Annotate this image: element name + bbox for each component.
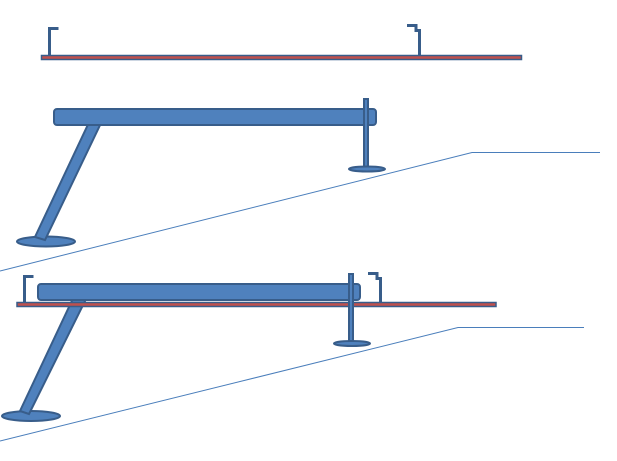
- bottom-vertical-post: [348, 273, 354, 342]
- bottom-assembly: [0, 272, 584, 442]
- middle-beam: [53, 108, 377, 126]
- bottom-right-bracket: [368, 272, 382, 303]
- bottom-left-bracket: [23, 275, 34, 303]
- top-right-bracket: [407, 24, 421, 56]
- bottom-base-foot: [1, 410, 61, 422]
- middle-ground-line: [0, 152, 600, 272]
- top-rail: [40, 54, 523, 61]
- bottom-diagonal-strut: [18, 288, 90, 416]
- top-assembly: [40, 24, 523, 61]
- top-left-bracket: [48, 27, 59, 56]
- middle-assembly: [0, 98, 600, 272]
- bottom-ground-line: [0, 327, 584, 442]
- middle-post-base: [348, 165, 386, 173]
- bottom-beam: [37, 283, 361, 301]
- middle-vertical-post: [363, 98, 369, 168]
- middle-diagonal-strut: [33, 114, 104, 242]
- bottom-rail: [16, 301, 497, 308]
- bottom-post-base: [333, 340, 371, 347]
